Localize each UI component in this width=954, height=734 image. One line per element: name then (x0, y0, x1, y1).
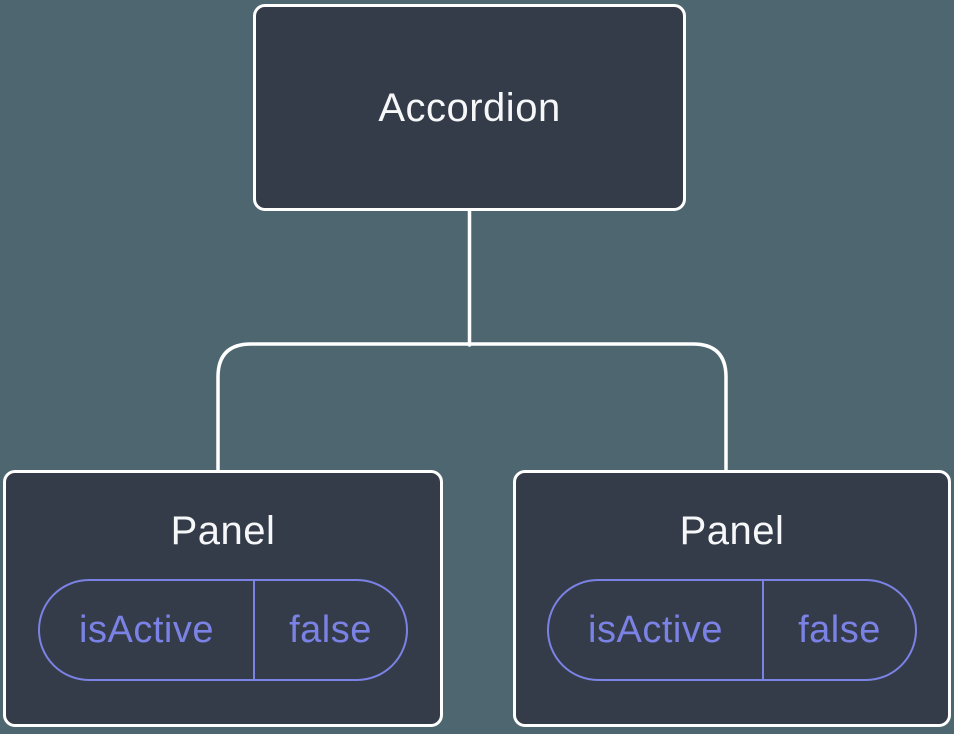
node-panel-left: Panel isActive false (3, 470, 443, 727)
prop-value: false (289, 608, 372, 651)
node-accordion: Accordion (253, 4, 686, 211)
node-panel-right: Panel isActive false (513, 470, 951, 727)
prop-pill: isActive false (38, 579, 408, 681)
prop-name: isActive (549, 581, 764, 679)
prop-name: isActive (40, 581, 255, 679)
node-label: Accordion (378, 85, 561, 130)
connector-branch (216, 342, 728, 473)
prop-value: false (798, 608, 881, 651)
node-label: Panel (170, 509, 276, 553)
prop-pill: isActive false (547, 579, 917, 681)
node-label: Panel (679, 509, 785, 553)
